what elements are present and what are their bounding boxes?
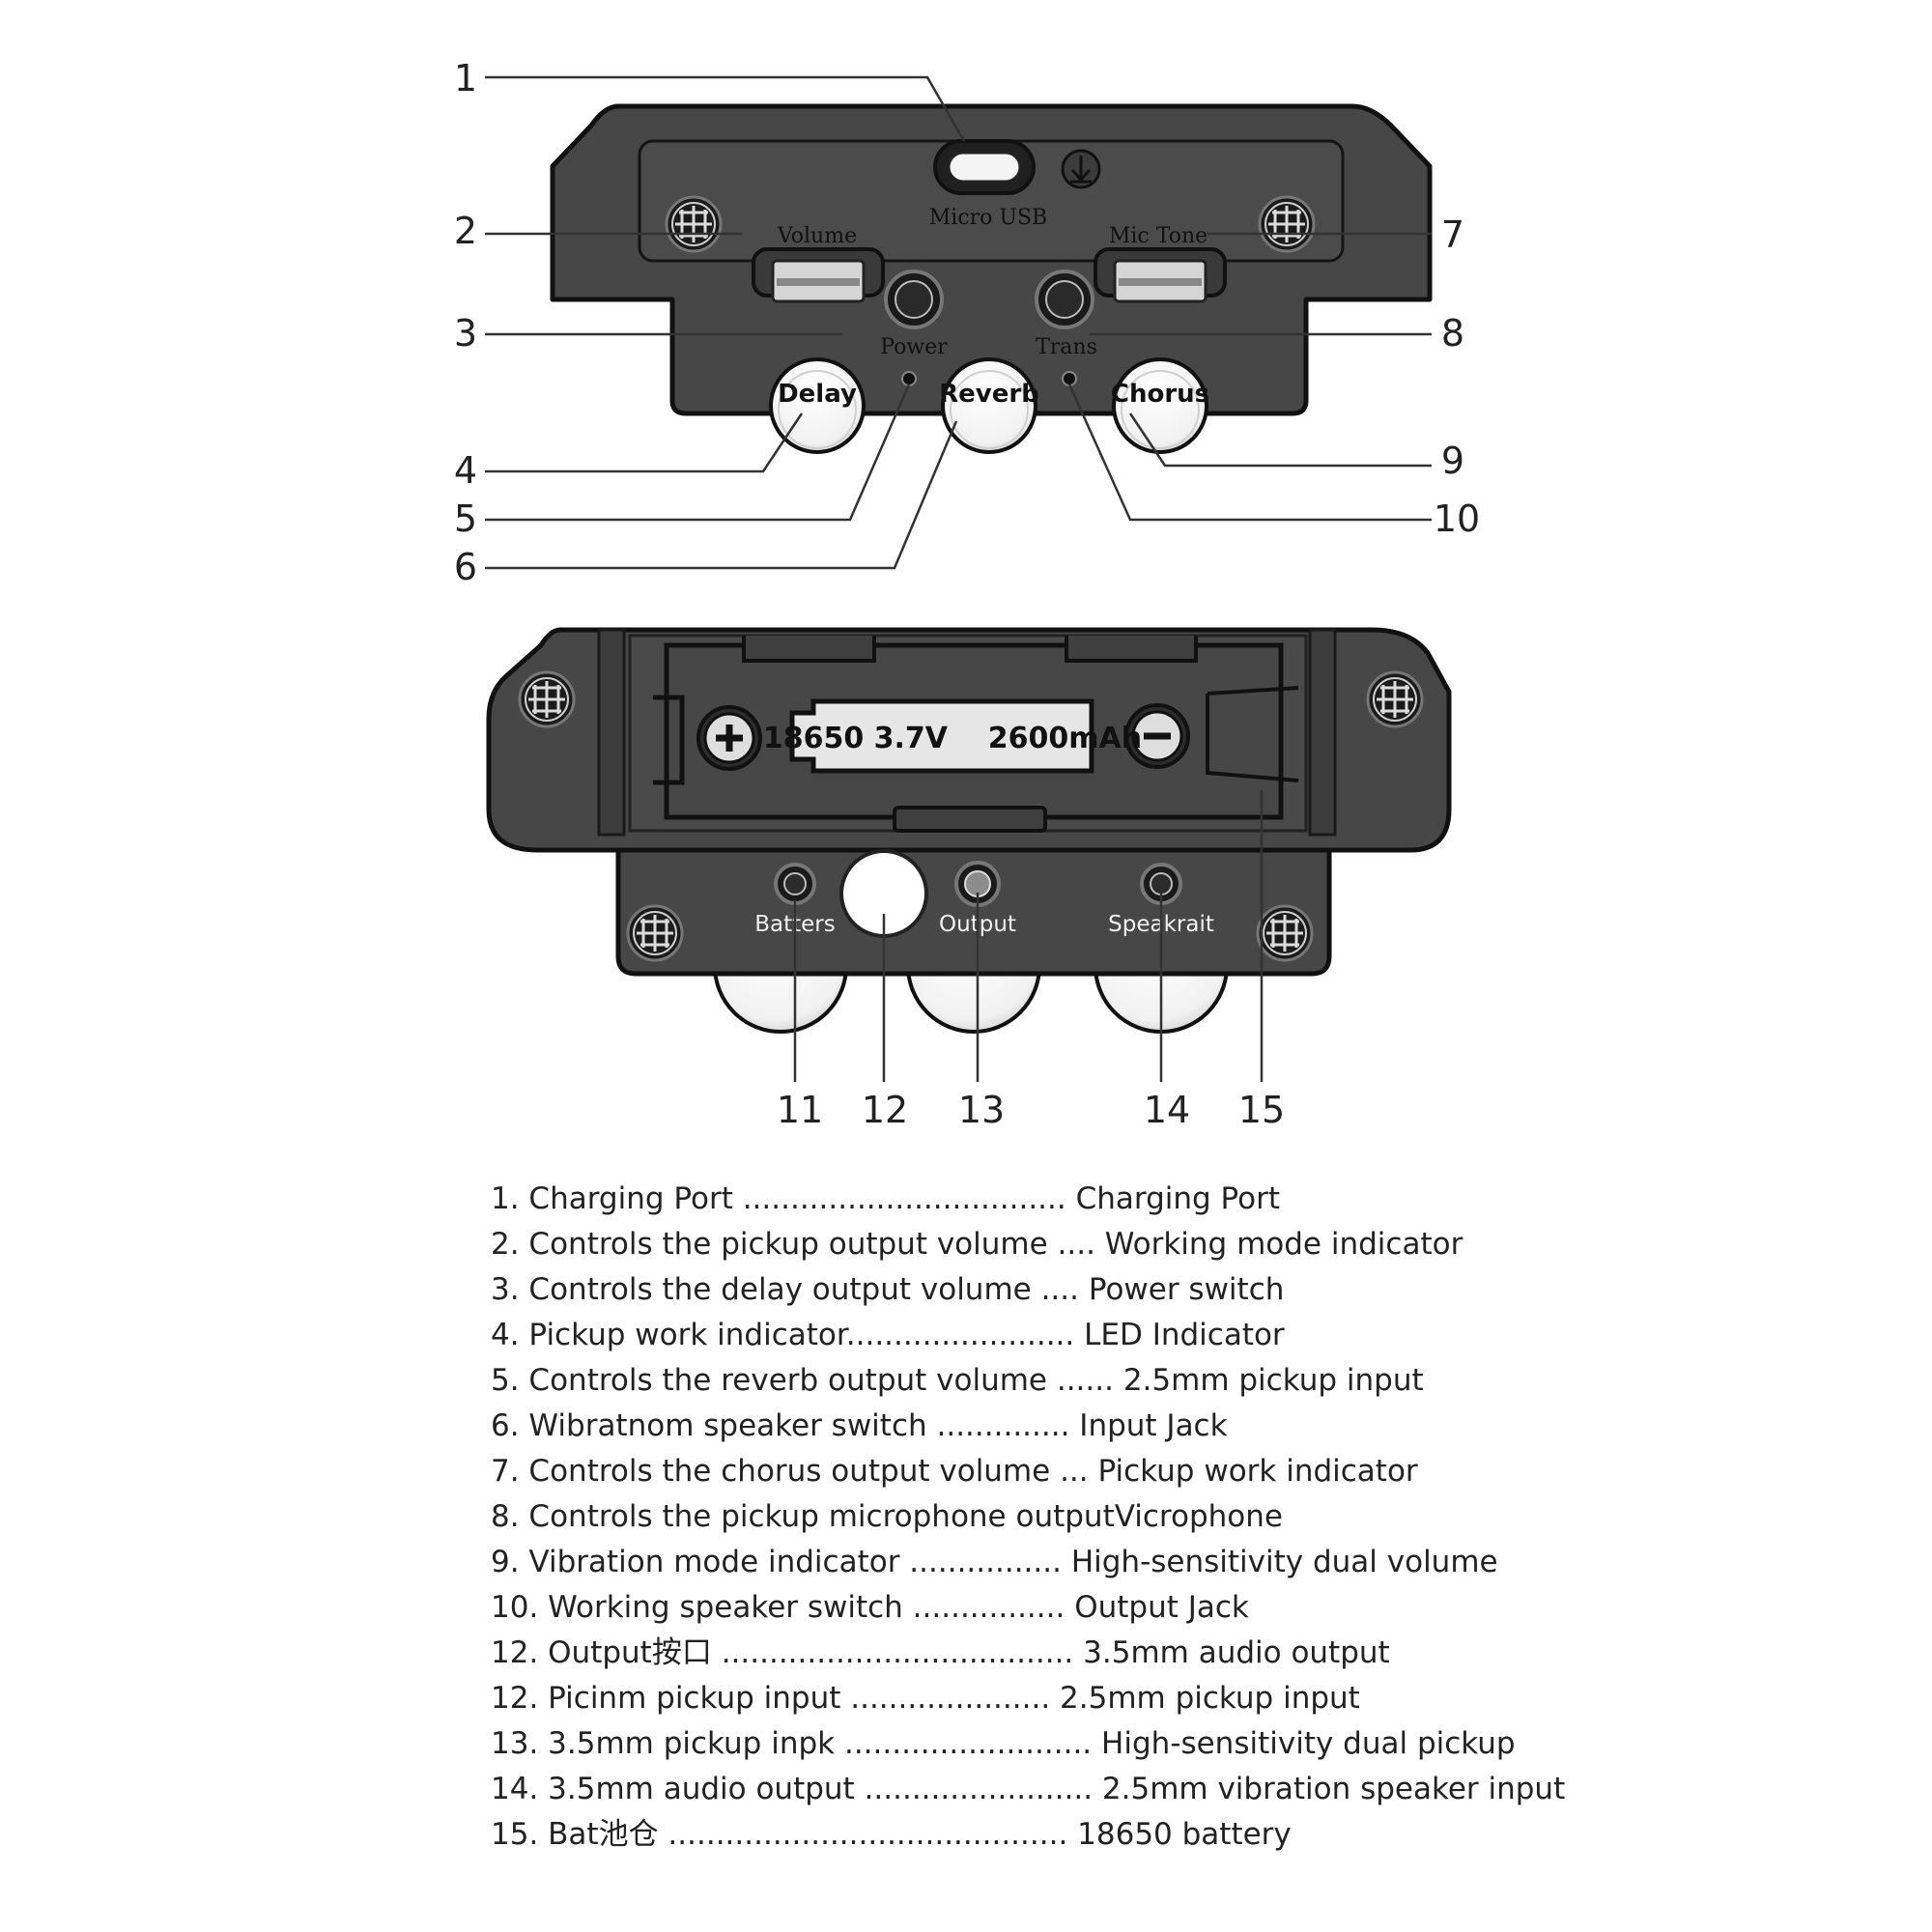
reverb-knob[interactable] xyxy=(941,357,1037,454)
legend-item-14: 14. 3.5mm audio output .................… xyxy=(491,1772,1566,1806)
delay-knob[interactable] xyxy=(769,357,866,454)
legend-item-9: 9. Vibration mode indicator ............… xyxy=(491,1545,1498,1579)
top-latch-left xyxy=(742,636,876,663)
battery-spring-left xyxy=(653,695,685,785)
power-switch[interactable] xyxy=(884,270,944,329)
volume-label: Volume xyxy=(777,224,857,248)
battery-cell xyxy=(789,698,1094,774)
callout-4: 4 xyxy=(454,449,477,492)
callout-numbers: 1 2 3 4 5 6 7 8 9 10 11 12 13 14 15 xyxy=(454,57,1480,1131)
reverb-label: Reverb xyxy=(939,380,1039,409)
leader-5 xyxy=(485,384,911,522)
legend-item-8: 8. Controls the pickup microphone output… xyxy=(491,1499,1283,1534)
trans-label: Trans xyxy=(1036,335,1097,359)
legend-item-13: 13. 3.5mm pickup inpk ..................… xyxy=(491,1726,1516,1761)
chorus-label: Chorus xyxy=(1111,380,1209,409)
leader-6 xyxy=(485,420,958,570)
right-wing-edge xyxy=(1308,628,1337,837)
bottom-latch xyxy=(893,806,1047,833)
legend-item-5: 5. Controls the reverb output volume ...… xyxy=(491,1363,1424,1398)
back-screw-top-left-icon xyxy=(518,670,576,728)
left-wing-edge xyxy=(597,628,626,837)
led-indicator-left xyxy=(901,371,917,386)
screw-left-icon xyxy=(665,195,723,253)
legend-item-10: 10. Working speaker switch .............… xyxy=(491,1590,1249,1625)
callout-13: 13 xyxy=(958,1089,1005,1131)
mic-tone-slider[interactable] xyxy=(1094,247,1227,303)
mic-tone-label: Mic Tone xyxy=(1109,224,1208,248)
led-indicator-right xyxy=(1062,371,1077,386)
callout-12: 12 xyxy=(862,1089,908,1131)
callout-10: 10 xyxy=(1434,497,1480,540)
micro-usb-port[interactable] xyxy=(933,139,1036,195)
leader-1 xyxy=(485,75,966,142)
callout-7: 7 xyxy=(1441,213,1464,256)
legend-item-3: 3. Controls the delay output volume ....… xyxy=(491,1272,1285,1307)
back-screw-bottom-left-icon xyxy=(626,904,684,962)
chorus-knob[interactable] xyxy=(1112,357,1208,454)
download-status-icon xyxy=(1061,149,1101,189)
back-screw-bottom-right-icon xyxy=(1256,904,1314,962)
callout-15: 15 xyxy=(1238,1089,1285,1131)
top-latch-right xyxy=(1065,636,1198,663)
leader-9 xyxy=(1128,412,1432,468)
callout-11: 11 xyxy=(777,1089,823,1131)
front-control-panel: Micro USB Volume Mic Tone xyxy=(550,103,1433,454)
battery-plus-icon xyxy=(696,705,762,771)
legend-item-7: 7. Controls the chorus output volume ...… xyxy=(491,1454,1418,1489)
callout-9: 9 xyxy=(1441,440,1464,482)
power-label: Power xyxy=(880,335,948,359)
delay-label: Delay xyxy=(778,380,857,409)
leader-4 xyxy=(485,412,804,473)
legend-list: 1. Charging Port .......................… xyxy=(491,1177,1650,1858)
legend-item-4: 4. Pickup work indicator................… xyxy=(491,1318,1285,1352)
trans-switch[interactable] xyxy=(1035,270,1094,329)
legend-item-15: 15. Bat池仓 ..............................… xyxy=(491,1817,1292,1852)
micro-usb-label: Micro USB xyxy=(929,206,1047,230)
legend-item-12: 12. Picinm pickup input ................… xyxy=(491,1681,1360,1716)
screw-right-icon xyxy=(1258,195,1316,253)
callout-14: 14 xyxy=(1144,1089,1190,1131)
volume-slider[interactable] xyxy=(752,247,885,303)
battery-spring-right xyxy=(1206,686,1299,782)
legend-item-1: 1. Charging Port .......................… xyxy=(491,1181,1281,1216)
legend-item-2: 2. Controls the pickup output volume ...… xyxy=(491,1227,1463,1262)
callout-2: 2 xyxy=(454,210,477,252)
leader-lines xyxy=(485,75,1432,1082)
callout-3: 3 xyxy=(454,312,477,355)
battery-spec-label: 18650 3.7V 2600mAh xyxy=(763,722,1142,755)
batteries-jack[interactable] xyxy=(774,863,816,905)
callout-5: 5 xyxy=(454,497,477,540)
back-battery-panel: 18650 3.7V 2600mAh Batters Output Speakr… xyxy=(486,627,1452,1034)
legend-item-11: 12. Output按口 ...........................… xyxy=(491,1635,1390,1670)
leader-10 xyxy=(1067,384,1432,522)
legend-item-6: 6. Wibratnom speaker switch ............… xyxy=(491,1408,1228,1443)
battery-minus-icon xyxy=(1124,703,1190,769)
callout-6: 6 xyxy=(454,546,477,588)
callout-8: 8 xyxy=(1441,312,1464,355)
callout-1: 1 xyxy=(454,57,477,99)
back-screw-top-right-icon xyxy=(1366,670,1424,728)
